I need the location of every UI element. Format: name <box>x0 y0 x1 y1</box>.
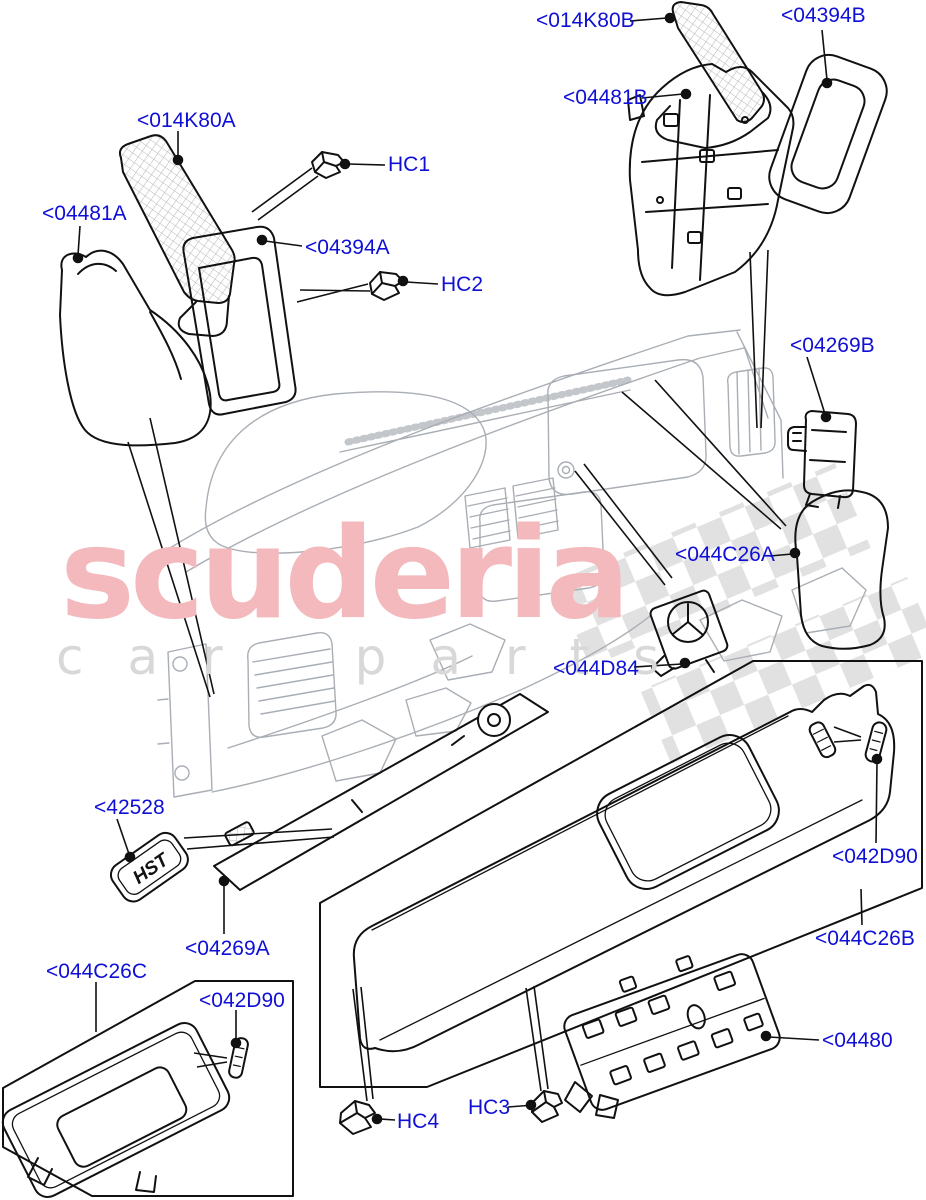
part-label-014K80A[interactable]: <014K80A <box>137 109 236 132</box>
callout-box-044C26C <box>2 980 294 1197</box>
part-label-042D90-left[interactable]: <042D90 <box>199 989 285 1012</box>
part-042D90-clip-left <box>228 1037 249 1079</box>
part-label-HC3[interactable]: HC3 <box>468 1096 511 1119</box>
part-014K80A-finisher-strip <box>118 134 236 337</box>
part-label-04269A[interactable]: <04269A <box>185 937 270 960</box>
part-label-014K80B[interactable]: <014K80B <box>536 9 635 32</box>
pointer-lines <box>127 167 862 1102</box>
part-label-044C26A[interactable]: <044C26A <box>675 543 775 566</box>
part-label-044C26B[interactable]: <044C26B <box>815 927 915 950</box>
part-04394B-bezel <box>768 53 888 215</box>
part-label-04394B[interactable]: <04394B <box>781 4 866 27</box>
part-HC2-clip <box>369 271 404 301</box>
part-044C26B-lower-panel <box>352 683 896 1053</box>
part-04269A-trim-strip <box>213 693 549 891</box>
part-044C26A-side-panel <box>794 489 889 650</box>
part-014K80B-finisher-strip <box>654 1 772 149</box>
part-label-044D84[interactable]: <044D84 <box>553 657 639 680</box>
hst-badge-text: HST <box>129 849 173 889</box>
part-label-HC1[interactable]: HC1 <box>388 153 431 176</box>
part-044C26C-bezel-panel <box>1 1022 231 1198</box>
part-label-HC2[interactable]: HC2 <box>441 273 484 296</box>
part-label-42528[interactable]: <42528 <box>94 796 165 819</box>
part-04481B-support-panel <box>627 63 795 297</box>
part-042D90-clip-right <box>864 721 888 763</box>
watermark-tagline-text: car parts <box>56 628 704 686</box>
part-04480-knee-airbag <box>563 953 781 1119</box>
watermark-checker-flag <box>554 463 926 764</box>
part-label-HC4[interactable]: HC4 <box>397 1110 440 1133</box>
part-label-04481A[interactable]: <04481A <box>42 202 127 225</box>
part-label-044C26C[interactable]: <044C26C <box>46 960 147 983</box>
part-HC1-clip <box>311 151 345 179</box>
label-leader-lines <box>72 12 883 1125</box>
part-044D84-ignition-surround <box>649 589 729 677</box>
part-label-04269B[interactable]: <04269B <box>790 334 875 357</box>
callout-box-044C26B <box>319 660 923 1088</box>
part-label-04394A[interactable]: <04394A <box>305 236 390 259</box>
part-HC3-clip <box>531 1090 563 1123</box>
part-42528-hst-badge: HST <box>109 831 189 903</box>
part-04481A-end-panel <box>59 249 212 447</box>
part-label-04481B[interactable]: <04481B <box>563 86 648 109</box>
part-label-042D90-right[interactable]: <042D90 <box>832 845 918 868</box>
part-HC4-clip <box>339 1100 376 1135</box>
part-04394A-bezel <box>182 225 297 416</box>
part-label-04480[interactable]: <04480 <box>822 1029 893 1052</box>
watermark-brand-text: scuderia <box>60 500 630 647</box>
dashboard-ghost-sketch <box>157 329 867 798</box>
